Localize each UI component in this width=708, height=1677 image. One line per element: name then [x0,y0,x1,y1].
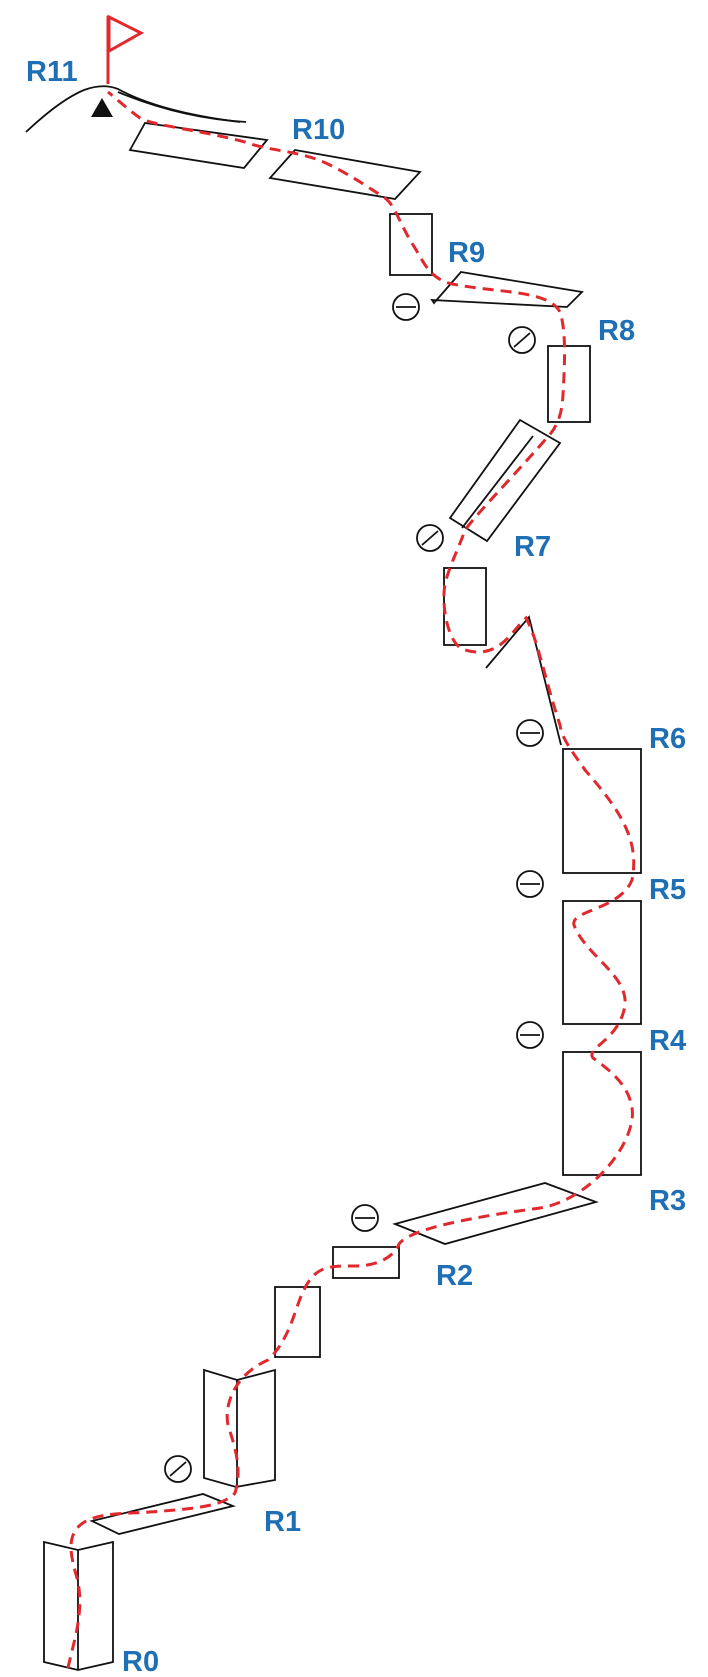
crack-r7 [448,418,562,543]
block-r2 [332,1246,400,1279]
bolt-icon [516,719,544,747]
bolt-icon [164,1455,192,1483]
label-r11: R11 [26,56,78,88]
block-r1-upper [274,1286,321,1358]
bolt-icon [351,1204,379,1232]
bolt-icon [516,1021,544,1049]
bolt-icon [392,293,420,321]
label-r2: R2 [436,1260,473,1292]
crack-r7-inner [461,435,534,529]
block-r5 [562,900,642,1025]
triangle-icon [91,98,113,117]
slab-r9 [430,271,584,308]
label-r0: R0 [122,1646,159,1677]
bolt-icon [508,326,536,354]
label-r9: R9 [448,237,485,269]
protection-bolts [164,293,544,1483]
label-r5: R5 [649,874,686,906]
label-r4: R4 [649,1025,686,1057]
flag-icon [106,14,145,84]
label-r7: R7 [514,531,551,563]
slab-r3 [392,1182,599,1245]
arete-r7-r6 [485,615,562,746]
bolt-icon [516,870,544,898]
bolt-icon [416,524,444,552]
summit-ridge [25,85,247,133]
slab-r0-r1 [89,1493,236,1535]
block-r7 [443,567,487,646]
block-r6 [562,748,642,874]
block-r9-upper [389,213,433,276]
slab-r11-r10 [128,122,269,169]
label-r8: R8 [598,315,635,347]
label-r3: R3 [649,1185,686,1217]
ridge-line [25,85,241,133]
ridge-line-2 [117,91,247,123]
label-r1: R1 [264,1506,301,1538]
label-r10: R10 [292,114,345,146]
slab-r10 [268,149,422,200]
rock-features [43,122,642,1671]
climbing-route [66,90,636,1669]
block-r8 [547,345,591,423]
pitch-labels: R11 R10 R9 R8 R7 R6 R5 R4 R3 R2 R1 R0 [26,56,686,1677]
block-r4 [562,1051,642,1176]
label-r6: R6 [649,723,686,755]
